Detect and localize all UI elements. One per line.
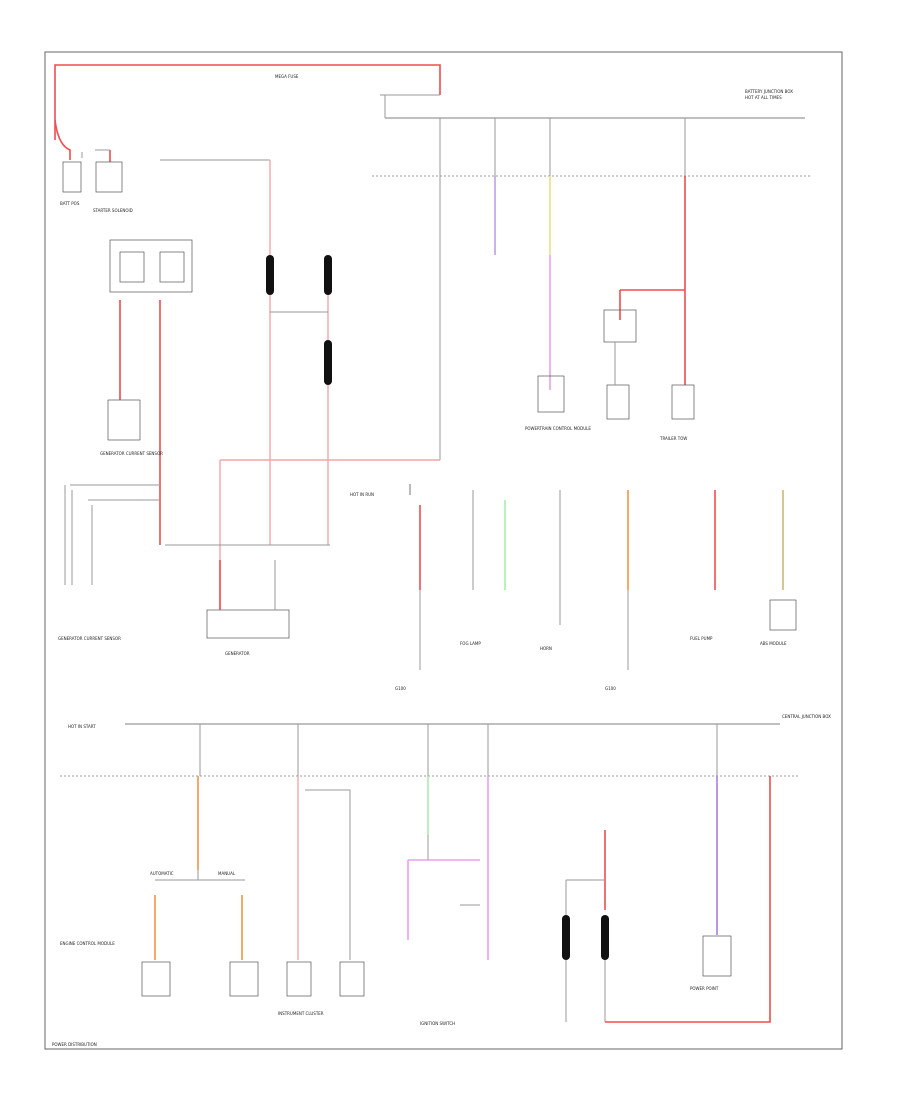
mega-fuse-b xyxy=(159,251,185,283)
abs-label: ABS MODULE xyxy=(760,641,787,646)
generator-label: GENERATOR xyxy=(225,651,250,656)
fuel-pump-label: FUEL PUMP xyxy=(690,636,713,641)
bottom-fuse-wiring xyxy=(565,879,606,1022)
battery-wire-drop xyxy=(54,119,71,160)
ground-label-2: G100 xyxy=(605,686,616,691)
fuse-element-2 xyxy=(324,255,332,295)
trailer-connector-b xyxy=(671,384,695,420)
pcm-label: POWERTRAIN CONTROL MODULE xyxy=(525,426,591,431)
ignition-magenta-wires xyxy=(407,776,489,960)
bottom-fuse-drops xyxy=(199,724,718,776)
fuse-element-3 xyxy=(324,340,332,385)
hot-run-label: HOT IN RUN xyxy=(350,492,374,497)
trailer-label: TRAILER TOW xyxy=(659,436,687,441)
horn-label: HORN xyxy=(540,646,552,651)
gen-sensor-label: GENERATOR CURRENT SENSOR xyxy=(100,451,163,456)
battery-feed-wire xyxy=(54,64,441,140)
generator-box xyxy=(206,609,290,639)
gen-sensor-connector xyxy=(107,399,141,441)
page-note: POWER DISTRIBUTION xyxy=(52,1042,97,1047)
cjb-label: CENTRAL JUNCTION BOX xyxy=(782,714,831,719)
hot-start-label: HOT IN START xyxy=(68,724,96,729)
battery-symbol xyxy=(62,161,82,193)
manual-label: MANUAL xyxy=(218,871,236,876)
relay-box xyxy=(603,309,637,343)
gen-sensor-lower-label: GENERATOR CURRENT SENSOR xyxy=(58,636,121,641)
ignition-label: IGNITION SWITCH xyxy=(420,1021,455,1026)
fusible-link xyxy=(380,94,440,118)
mega-fuse-box xyxy=(109,239,193,293)
ground-label-1: G100 xyxy=(395,686,406,691)
foglamp-label: FOG LAMP xyxy=(460,641,481,646)
bjb-label: BATTERY JUNCTION BOX xyxy=(745,89,793,94)
ecm-connector-b xyxy=(229,961,259,997)
fuse-element-4 xyxy=(562,915,570,960)
starter-ground-wire xyxy=(81,149,110,158)
fuse-element-1 xyxy=(266,255,274,295)
power-point-connector xyxy=(702,935,732,977)
ignition-switch-wire xyxy=(427,835,480,906)
auto-manual-split xyxy=(155,870,245,881)
mega-fuse-a xyxy=(119,251,145,283)
generator-feed xyxy=(219,459,440,610)
fuse-element-5 xyxy=(601,915,609,960)
starter-label: STARTER SOLENOID xyxy=(93,208,133,213)
battery-label: BATT POS xyxy=(60,201,80,206)
diagram-border xyxy=(44,51,843,1050)
fuse4-branch xyxy=(619,289,685,320)
instrument-connector-a xyxy=(286,961,312,997)
instrument-connector-b xyxy=(339,961,365,997)
hot-all-label: HOT AT ALL TIMES xyxy=(745,95,782,100)
instrument-label: INSTRUMENT CLUSTER xyxy=(278,1011,324,1016)
mega-fuse-label: MEGA FUSE xyxy=(275,74,299,79)
fuse-drops xyxy=(439,118,686,176)
pcm-connector xyxy=(537,375,565,413)
bottom-red-return xyxy=(605,776,771,1023)
trailer-connector-a xyxy=(606,384,630,420)
auto-label: AUTOMATIC xyxy=(150,871,174,876)
power-point-label: POWER POINT xyxy=(690,986,719,991)
instrument-gray-wire xyxy=(305,789,351,960)
starter-solenoid-box xyxy=(95,161,123,193)
ecm-label: ENGINE CONTROL MODULE xyxy=(60,941,115,946)
harness-lines xyxy=(64,484,160,585)
ecm-connector-a xyxy=(141,961,171,997)
abs-connector xyxy=(769,599,797,631)
